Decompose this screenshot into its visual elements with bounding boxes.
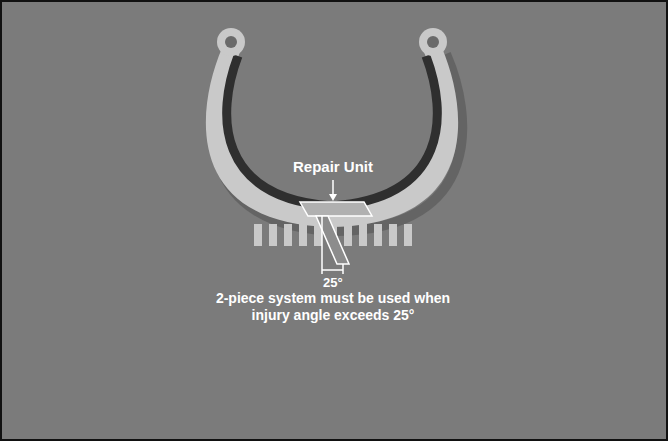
bead — [419, 28, 447, 56]
repair-patch — [300, 202, 372, 216]
bead-core — [225, 36, 237, 48]
reference-line — [342, 264, 344, 274]
angle-span — [322, 269, 343, 271]
leader-arrow — [332, 180, 334, 195]
tire-casing — [206, 48, 458, 227]
bead-core — [427, 36, 439, 48]
bead — [217, 28, 245, 56]
repair-stem — [316, 216, 349, 264]
arrow-head — [329, 194, 337, 201]
reference-line — [321, 216, 323, 274]
inner-liner — [227, 56, 438, 206]
caption-note: 2-piece system must be used when injury … — [208, 290, 458, 324]
angle-label: 25° — [323, 275, 343, 291]
part-label: Repair Unit — [293, 158, 373, 176]
